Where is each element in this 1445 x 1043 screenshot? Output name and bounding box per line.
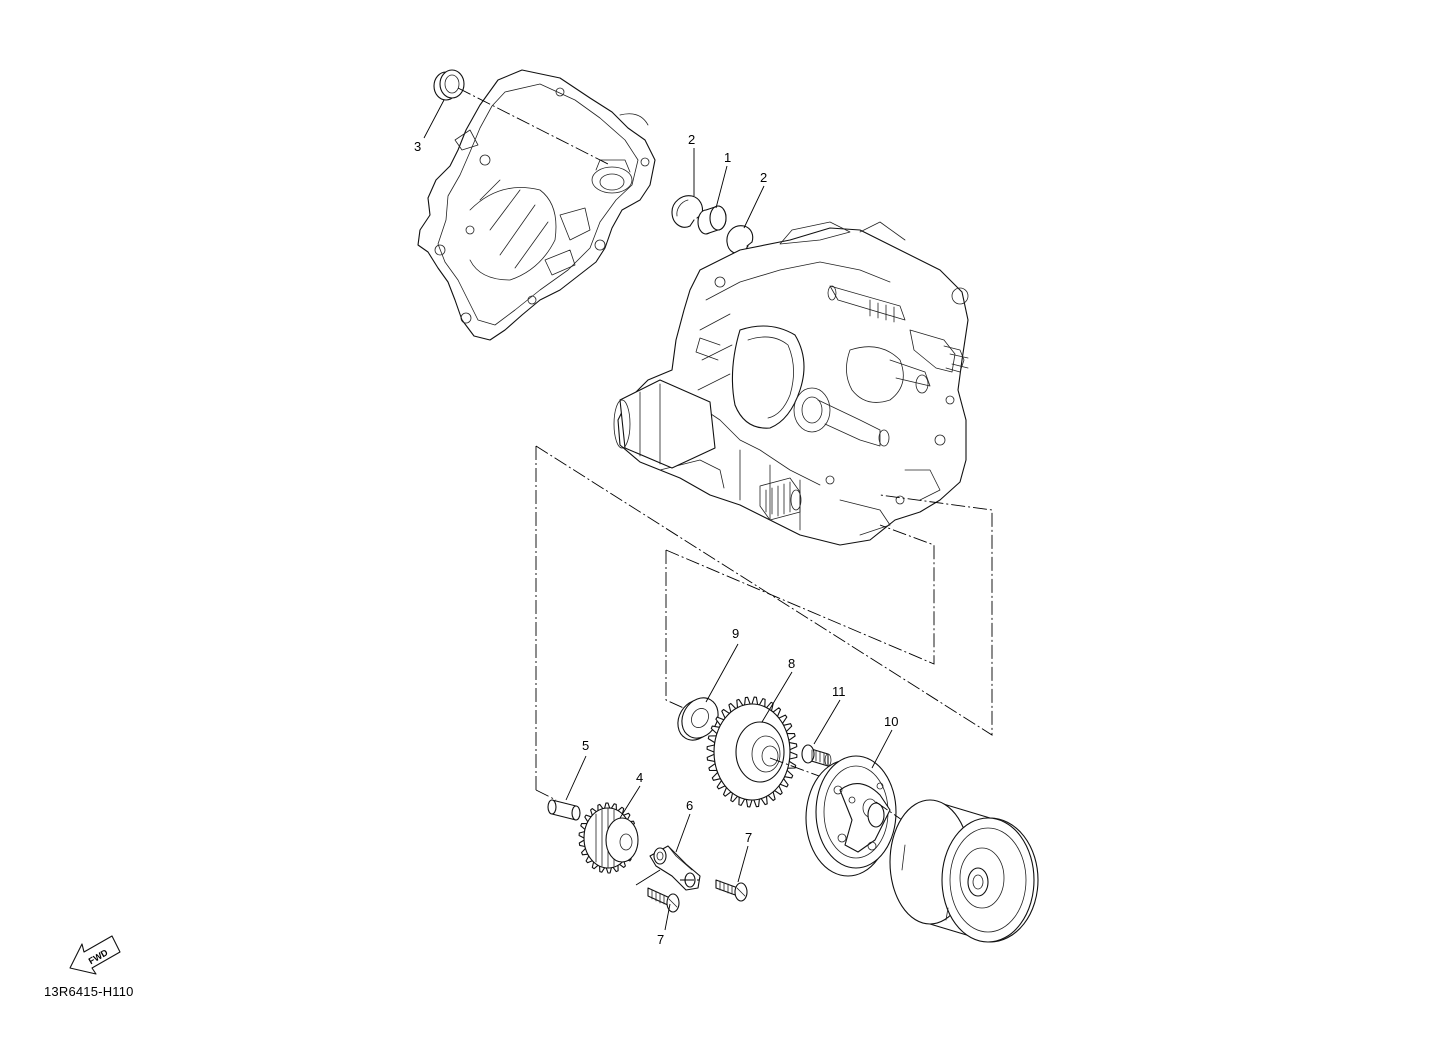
callout-11: 11 — [832, 684, 846, 699]
idle-gear[interactable] — [578, 802, 639, 874]
flywheel-rotor[interactable] — [889, 799, 1039, 943]
screw-upper[interactable] — [715, 879, 748, 902]
callout-7-lower: 7 — [657, 932, 664, 947]
callout-2-right: 2 — [760, 170, 767, 185]
plate-guide-line — [635, 869, 661, 886]
leader-lines — [423, 99, 893, 931]
bush[interactable] — [697, 205, 727, 235]
starter-wheel-gear[interactable] — [706, 696, 798, 808]
callout-4: 4 — [636, 770, 643, 785]
callout-9: 9 — [732, 626, 739, 641]
retainer-plate[interactable] — [649, 845, 701, 891]
diagram-code: 13R6415-H110 — [44, 984, 134, 999]
reference-frame-inner — [665, 524, 935, 711]
screw-lower[interactable] — [647, 887, 680, 913]
washer[interactable] — [671, 691, 725, 746]
crankcase[interactable] — [613, 221, 969, 546]
callout-1: 1 — [724, 150, 731, 165]
axis-line-seal — [457, 87, 611, 166]
callout-labels: 3 2 1 2 9 8 11 10 5 4 6 7 7 — [414, 132, 898, 947]
oil-seal[interactable] — [433, 69, 465, 101]
dowel-pin[interactable] — [547, 799, 581, 821]
callout-10: 10 — [884, 714, 898, 729]
flange-bolt[interactable] — [801, 744, 832, 767]
fwd-arrow-icon: FWD — [69, 935, 121, 975]
callout-8: 8 — [788, 656, 795, 671]
callout-7-upper: 7 — [745, 830, 752, 845]
crankcase-cover[interactable] — [417, 69, 656, 341]
callout-5: 5 — [582, 738, 589, 753]
starter-clutch[interactable] — [805, 755, 897, 877]
callout-2-left: 2 — [688, 132, 695, 147]
callout-6: 6 — [686, 798, 693, 813]
callout-3: 3 — [414, 139, 421, 154]
reference-frame-outer — [535, 445, 993, 801]
